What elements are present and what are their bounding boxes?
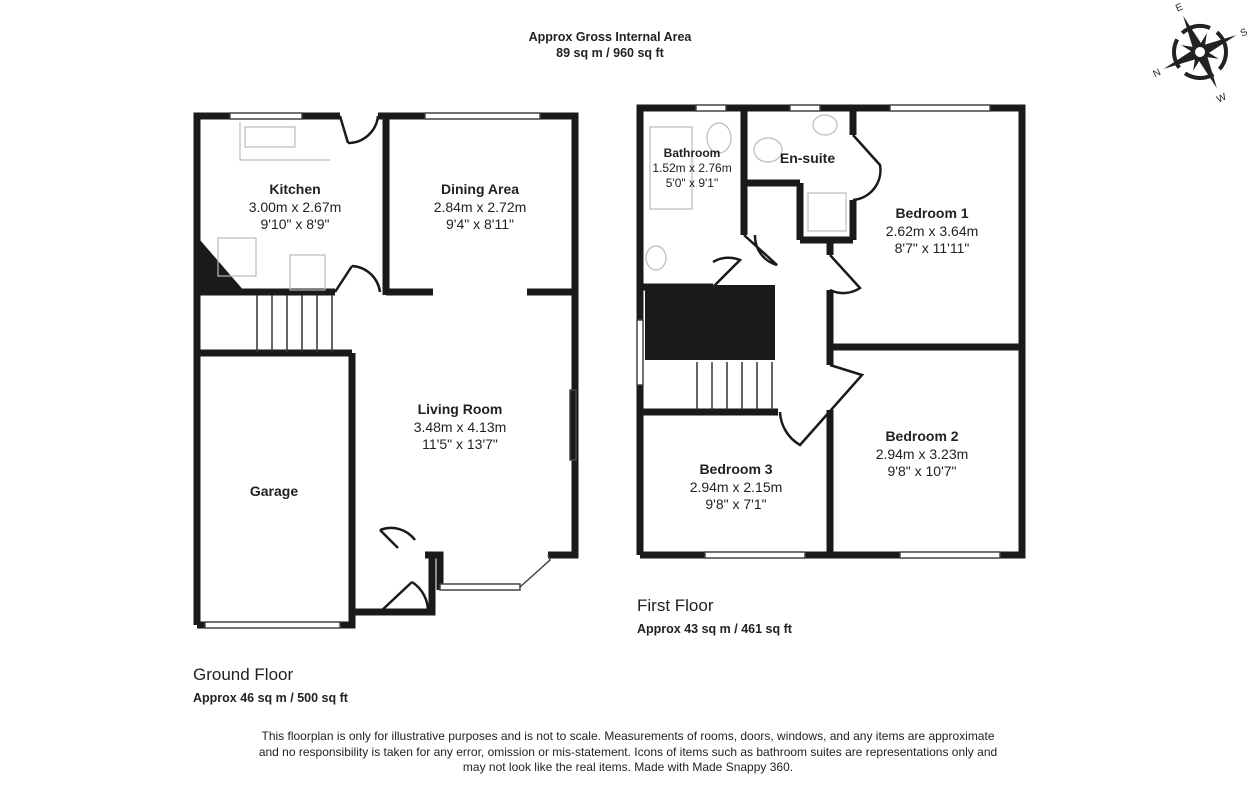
kitchen-fittings [217,122,330,291]
room-name: Dining Area [440,181,520,197]
bathroom-fittings [645,114,847,271]
room-size-imperial: 11'5" x 13'7" [422,436,498,452]
room-size-imperial: 8'7" x 11'11" [894,240,970,256]
room-bathroom: Bathroom 1.52m x 2.76m 5'0" x 9'1" [646,146,738,191]
room-size-metric: 3.48m x 4.13m [413,418,507,435]
room-size-metric: 3.00m x 2.67m [248,198,342,215]
room-dining-area: Dining Area 2.84m x 2.72m 9'4" x 8'11" [405,181,555,234]
room-garage: Garage [224,483,324,501]
room-size-metric: 2.84m x 2.72m [433,198,527,215]
room-size-imperial: 9'4" x 8'11" [446,216,514,232]
first-floor-walls [636,104,1026,559]
svg-text:E: E [1174,2,1185,15]
stair-void [645,285,775,360]
room-bedroom-3: Bedroom 3 2.94m x 2.15m 9'8" x 7'1" [661,461,811,514]
ground-floor-windows [204,112,577,629]
ground-floor-stairs [256,295,333,352]
room-name: En-suite [779,150,836,166]
disclaimer: This floorplan is only for illustrative … [258,729,998,775]
first-floor-area: Approx 43 sq m / 461 sq ft [637,622,792,636]
room-size-metric: 1.52m x 2.76m [652,161,732,175]
room-name: Garage [249,483,299,499]
room-size-imperial: 9'10" x 8'9" [260,216,330,232]
room-size-metric: 2.94m x 2.15m [689,478,783,495]
room-en-suite: En-suite [770,150,845,168]
room-living-room: Living Room 3.48m x 4.13m 11'5" x 13'7" [385,401,535,454]
first-floor-doors [712,134,882,447]
room-name: Bedroom 3 [699,461,773,477]
first-floor-stairs [696,362,773,410]
room-name: Bedroom 1 [895,205,969,221]
gross-area-label: Approx Gross Internal Area [528,30,692,44]
room-name: Kitchen [269,181,321,197]
room-size-imperial: 9'8" x 10'7" [887,463,957,479]
compass-rose-icon: E N S W [1152,2,1250,106]
room-bedroom-2: Bedroom 2 2.94m x 3.23m 9'8" x 10'7" [847,428,997,481]
gross-area-title: Approx Gross Internal Area 89 sq m / 960… [460,30,760,61]
room-size-metric: 2.62m x 3.64m [885,222,979,239]
first-floor-title: First Floor [637,596,714,615]
room-name: Bathroom [663,146,721,160]
room-size-imperial: 5'0" x 9'1" [665,176,719,190]
room-kitchen: Kitchen 3.00m x 2.67m 9'10" x 8'9" [220,181,370,234]
svg-text:N: N [1152,67,1163,80]
room-bedroom-1: Bedroom 1 2.62m x 3.64m 8'7" x 11'11" [857,205,1007,258]
room-name: Living Room [417,401,503,417]
ground-floor-doors [333,115,430,613]
svg-text:W: W [1215,91,1229,105]
room-name: Bedroom 2 [885,428,959,444]
ground-floor-area: Approx 46 sq m / 500 sq ft [193,691,348,705]
room-size-imperial: 9'8" x 7'1" [705,496,767,512]
room-size-metric: 2.94m x 3.23m [875,445,969,462]
gross-area-value: 89 sq m / 960 sq ft [556,45,664,60]
ground-floor-title: Ground Floor [193,665,294,684]
first-floor-windows [636,104,1001,559]
svg-text:S: S [1239,27,1250,40]
